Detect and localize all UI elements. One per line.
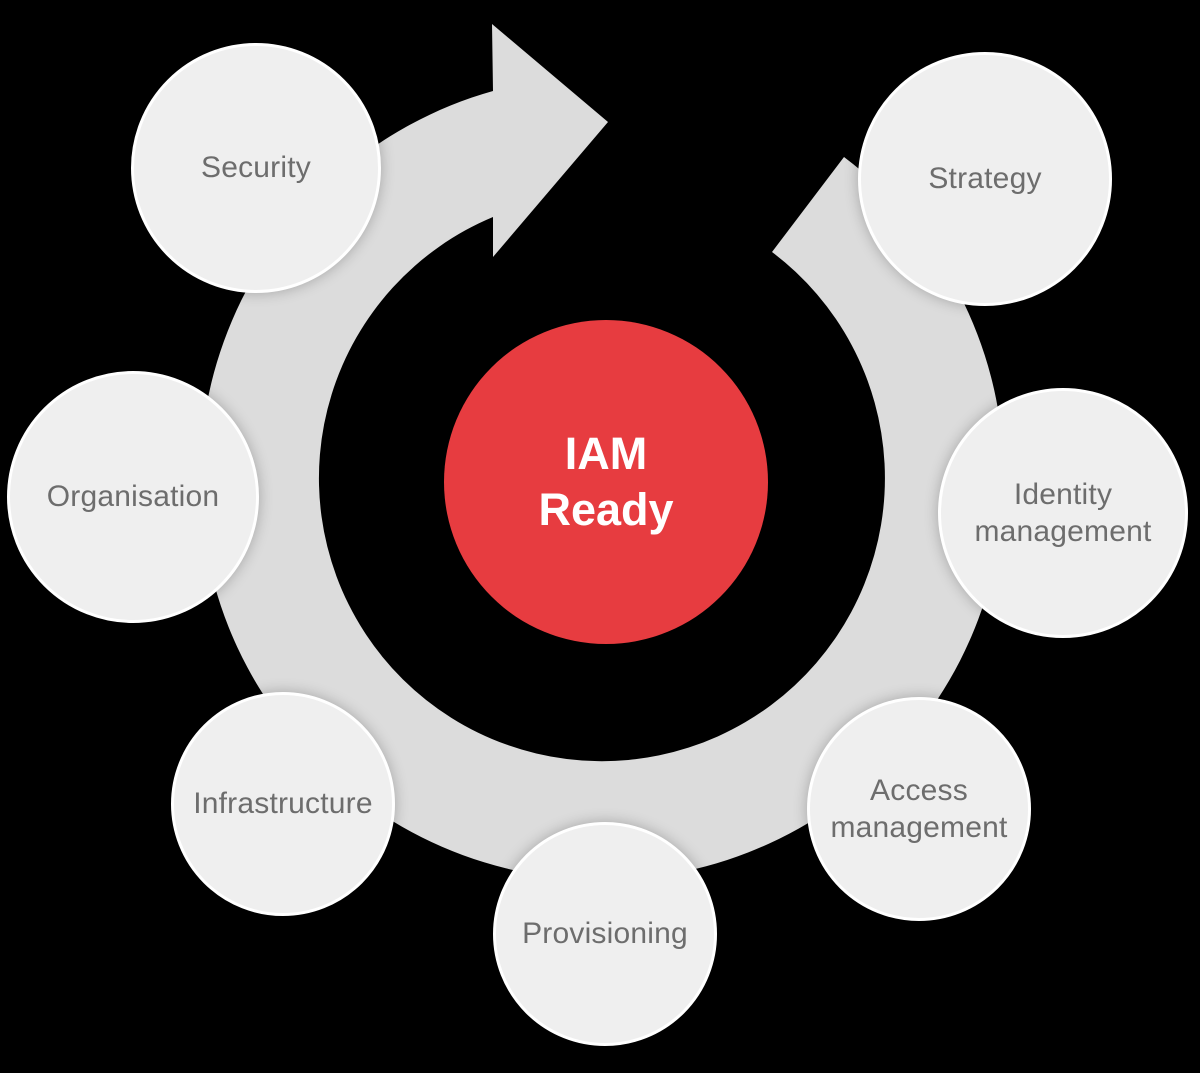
node-infrastructure[interactable]: Infrastructure bbox=[171, 692, 395, 916]
node-provisioning-label: Provisioning bbox=[522, 917, 688, 951]
center-label-line1: IAM bbox=[564, 427, 648, 479]
node-identity-management[interactable]: Identity management bbox=[938, 388, 1188, 638]
node-provisioning[interactable]: Provisioning bbox=[493, 822, 717, 1046]
node-strategy-label: Strategy bbox=[928, 162, 1042, 196]
node-organisation-label: Organisation bbox=[46, 480, 220, 514]
node-security-label: Security bbox=[201, 151, 311, 185]
center-label-line2: Ready bbox=[538, 484, 674, 535]
cycle-arrow-shape bbox=[199, 24, 1004, 880]
node-strategy[interactable]: Strategy bbox=[858, 52, 1112, 306]
node-access-management[interactable]: Access management bbox=[807, 697, 1031, 921]
node-organisation[interactable]: Organisation bbox=[7, 371, 259, 623]
center-iam-ready-circle: IAM Ready bbox=[444, 320, 768, 644]
node-security[interactable]: Security bbox=[131, 43, 381, 293]
node-identity-management-label: Identity management bbox=[974, 477, 1152, 549]
node-infrastructure-label: Infrastructure bbox=[193, 787, 373, 821]
node-access-management-label: Access management bbox=[830, 773, 1008, 845]
